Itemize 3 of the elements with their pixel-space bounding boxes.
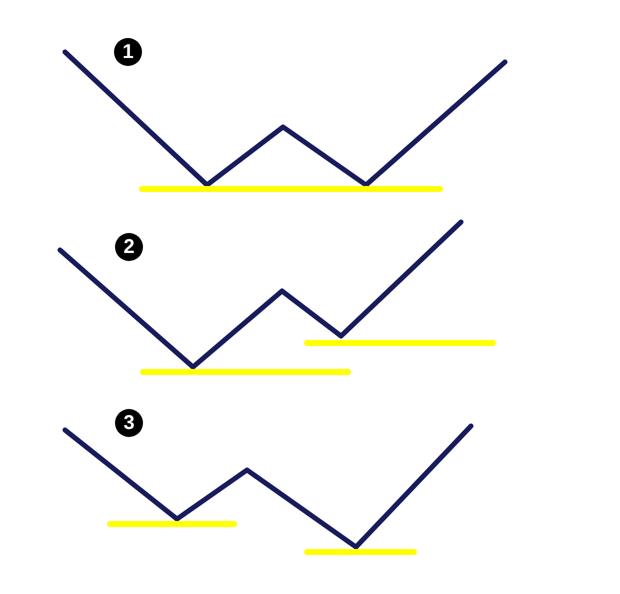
callout-number: 2 [115,233,143,261]
callout-number: 3 [115,409,143,437]
callout-number: 1 [114,38,142,66]
